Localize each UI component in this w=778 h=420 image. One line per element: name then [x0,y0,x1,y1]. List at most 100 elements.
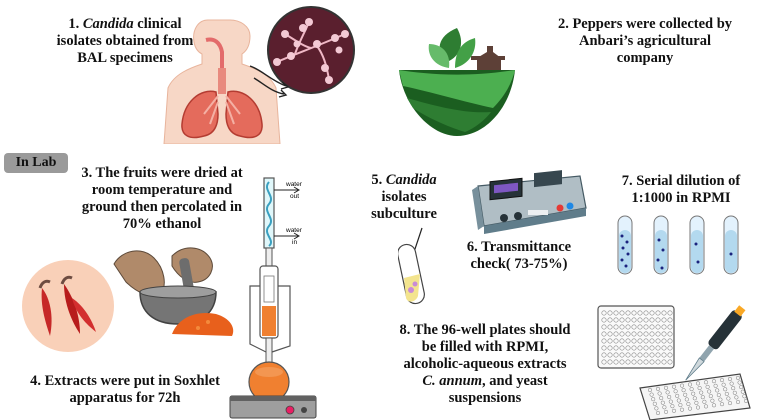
well [673,389,678,394]
well [607,338,613,344]
well [613,359,619,365]
step2-text: 2. Peppers were collected by Anbari’s ag… [557,16,733,66]
well [661,359,667,365]
well [667,345,673,351]
well [649,317,655,323]
well [734,395,739,400]
well [643,331,649,337]
well [649,338,655,344]
well [631,338,637,344]
well [654,406,659,411]
well [637,310,643,316]
well [613,310,619,316]
well [619,338,625,344]
well [625,310,631,316]
well [742,394,747,399]
well [718,397,723,402]
well [667,331,673,337]
candida-microscope-icon [267,6,355,94]
well [643,352,649,358]
well [668,399,673,404]
well [711,403,717,408]
step4-text: 4. Extracts were put in Soxhlet apparatu… [30,373,220,406]
well [613,331,619,337]
well [708,394,713,399]
well [686,401,691,407]
well [601,345,607,351]
well [619,324,625,330]
well [691,391,696,396]
well [601,338,607,344]
well [687,406,693,411]
well [637,324,643,330]
well [732,390,737,395]
well [619,310,625,316]
well [643,317,649,323]
water-in-label-2: in [292,239,297,246]
step3-text: 3. The fruits were dried at room tempera… [81,165,243,232]
well [715,388,720,393]
well [692,396,697,401]
well [723,387,728,392]
well [663,385,669,390]
well [661,338,667,344]
well [619,352,625,358]
well [667,394,672,400]
water-in-label-1: water [285,227,303,234]
well [637,345,643,351]
well [649,324,655,330]
well [613,352,619,358]
well [655,331,661,337]
well [643,359,649,365]
well [683,392,688,397]
well [619,317,625,323]
water-out-label-1: water [285,181,303,188]
well [601,310,607,316]
well [601,331,607,337]
well [707,389,712,394]
well [625,338,631,344]
well [710,398,715,403]
well [671,384,677,389]
well [663,409,669,414]
well [613,324,619,330]
well [655,317,661,323]
well [625,324,631,330]
well [662,405,667,410]
well [649,331,655,337]
well [655,386,661,391]
well [607,345,613,351]
well [667,359,673,365]
well [607,331,613,337]
well [643,345,649,351]
well [613,317,619,323]
well [655,352,661,358]
well [737,380,742,385]
well [661,345,667,351]
well [729,381,734,386]
well [625,317,631,323]
well [703,380,709,385]
well-plate-pipette-icon [597,305,751,420]
well [687,382,693,387]
well [655,410,661,416]
step7-text: 7. Serial dilution of 1:1000 in RPMI [621,173,741,206]
well [699,390,704,395]
well [652,401,657,406]
well [671,408,677,413]
well [637,317,643,323]
well [607,310,613,316]
well [649,352,655,358]
well [719,402,725,407]
well [613,345,619,351]
well [637,352,643,358]
well [703,404,709,409]
well [667,310,673,316]
well [625,345,631,351]
well [655,324,661,330]
well [661,310,667,316]
well [643,310,649,316]
well [735,399,741,405]
well [649,310,655,316]
farm-logo-icon [399,28,515,136]
